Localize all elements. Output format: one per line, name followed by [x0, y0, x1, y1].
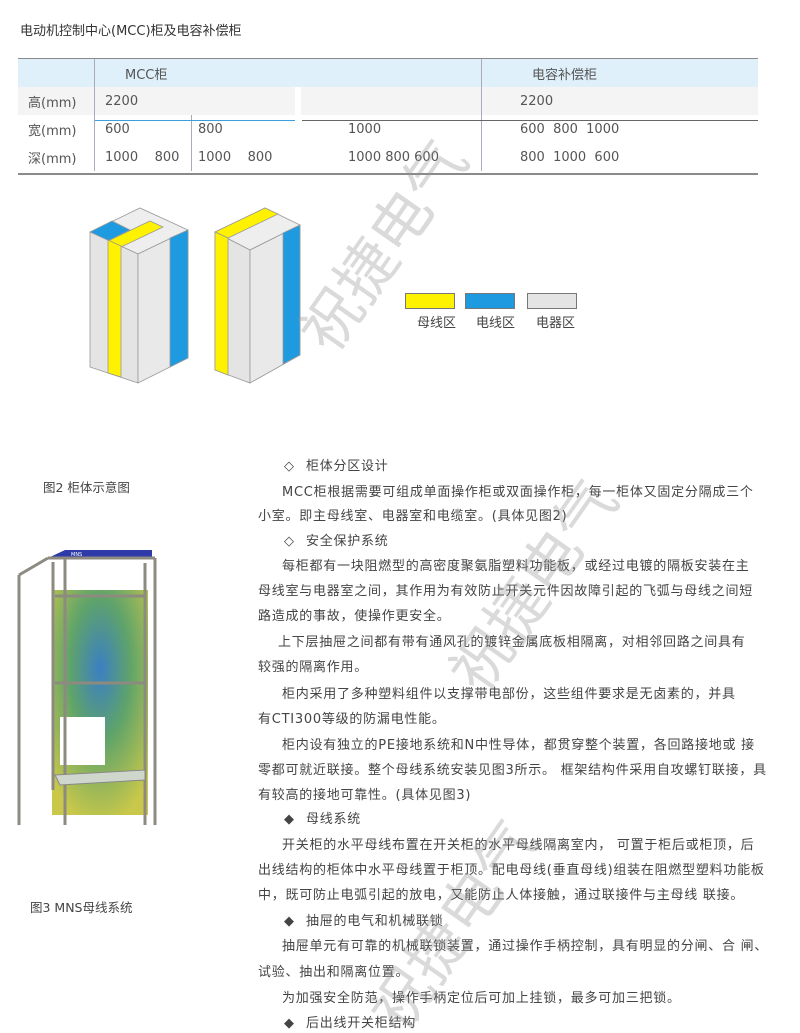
section-heading-rear-outlet: ◆ 后出线开关柜结构 [284, 1012, 416, 1031]
row-label: 高(mm) [18, 87, 95, 115]
legend-label-cable: 电线区 [476, 316, 516, 331]
table-row: 宽(mm) 600 800 1000 600 800 1000 [18, 115, 758, 143]
paragraph-line: 零都可就近联接。整个母线系统安装见图3所示。 框架结构件采用自攻螺钉联接，具 [258, 763, 767, 778]
solid-diamond-icon: ◆ [284, 1016, 295, 1031]
paragraph-line: 开关柜的水平母线布置在开关柜的水平母线隔离室内， 可置于柜后或柜顶，后 [282, 838, 755, 853]
cell: 1000 800 [191, 143, 298, 171]
hollow-diamond-icon: ◇ [284, 459, 295, 474]
cell: 800 [191, 115, 298, 143]
heading-text: 母线系统 [306, 812, 362, 827]
legend-swatch-device [527, 293, 577, 309]
page-title: 电动机控制中心(MCC)柜及电容补偿柜 [20, 24, 242, 39]
solid-diamond-icon: ◆ [284, 812, 295, 827]
paragraph-line: 柜内设有独立的PE接地系统和N中性导体，都贯穿整个装置，各回路接地或 接 [282, 738, 755, 753]
section-heading-safety: ◇ 安全保护系统 [284, 530, 389, 549]
header-capacitor: 电容补偿柜 [481, 59, 758, 87]
heading-text: 柜体分区设计 [306, 459, 389, 474]
section-heading-interlock: ◆ 抽屉的电气和机械联锁 [284, 910, 444, 929]
cell: 1000 [298, 115, 482, 143]
cell: 600 [94, 115, 192, 143]
figure-3-caption: 图3 MNS母线系统 [30, 900, 133, 915]
figure-2-caption: 图2 柜体示意图 [43, 480, 130, 495]
table-grey-rule [302, 120, 758, 121]
paragraph-line: 抽屉单元有可靠的机械联锁装置，通过操作手柄控制，具有明显的分闸、合 闸、 [282, 939, 769, 954]
cabinet-brand-label: MNS [71, 552, 82, 558]
cell: 1000 800 600 [298, 143, 482, 171]
paragraph-line: 为加强安全防范，操作手柄定位后可加上挂锁，最多可加三把锁。 [282, 991, 681, 1006]
legend-swatch-busbar [405, 293, 455, 309]
legend-label-busbar: 母线区 [417, 316, 457, 331]
solid-diamond-icon: ◆ [284, 914, 295, 929]
paragraph-line: 试验、抽出和隔离位置。 [258, 965, 410, 980]
paragraph-line: MCC柜根据需要可组成单面操作柜或双面操作柜，每一柜体又固定分隔成三个 [282, 485, 754, 500]
cabinet-diagram [89, 207, 301, 384]
paragraph-line: 小室。即主母线室、电器室和电缆室。(具体见图2) [258, 509, 568, 524]
table-header-row: MCC柜 电容补偿柜 [18, 59, 758, 87]
paragraph-line: 有较高的接地可靠性。(具体见图3) [258, 788, 472, 803]
paragraph-line: 柜内采用了多种塑料组件以支撑带电部份，这些组件要求是无卤素的，并具 [282, 687, 736, 702]
table-blue-rule [95, 120, 295, 121]
cabinet-2 [214, 207, 301, 384]
cell: 600 800 1000 [481, 115, 758, 143]
hollow-diamond-icon: ◇ [284, 534, 295, 549]
mns-cabinet-image: MNS [17, 550, 157, 825]
paragraph-line: 较强的隔离作用。 [258, 660, 369, 675]
cell: 2200 [94, 87, 298, 115]
heading-text: 后出线开关柜结构 [306, 1016, 417, 1031]
legend-label-device: 电器区 [536, 316, 576, 331]
header-mcc: MCC柜 [94, 59, 482, 87]
cell: 800 1000 600 [481, 143, 758, 171]
paragraph-line: 有CTI300等级的防漏电性能。 [258, 712, 446, 727]
table-row: 深(mm) 1000 800 1000 800 1000 800 600 800… [18, 143, 758, 171]
legend-swatch-cable [465, 293, 515, 309]
paragraph-line: 路造成的事故，使操作更安全。 [258, 609, 451, 624]
cabinet-1 [89, 207, 189, 384]
paragraph-line: 每柜都有一块阻燃型的高密度聚氨脂塑料功能板，或经过电镀的隔板安装在主 [282, 559, 750, 574]
table-bottom-rule [18, 173, 758, 175]
cell: 2200 [481, 87, 758, 115]
row-label: 深(mm) [18, 143, 95, 171]
cell [295, 87, 482, 115]
paragraph-line: 母线室与电器室之间，其作用为有效防止开关元件因故障引起的飞弧与母线之间短 [258, 584, 754, 599]
spec-table: MCC柜 电容补偿柜 高(mm) 2200 2200 宽(mm) 600 800… [18, 59, 758, 171]
paragraph-line: 中，既可防止电弧引起的放电，又能防止人体接触，通过联接件与主母线 联接。 [258, 888, 745, 903]
cell: 1000 800 [94, 143, 192, 171]
section-heading-partition: ◇ 柜体分区设计 [284, 455, 389, 474]
section-heading-busbar: ◆ 母线系统 [284, 808, 361, 827]
heading-text: 安全保护系统 [306, 534, 389, 549]
heading-text: 抽屉的电气和机械联锁 [306, 914, 444, 929]
paragraph-line: 上下层抽屉之间都有带有通风孔的镀锌金属底板相隔离，对相邻回路之间具有 [278, 635, 746, 650]
table-row: 高(mm) 2200 2200 [18, 87, 758, 115]
paragraph-line: 出线结构的柜体中水平母线置于柜顶。配电母线(垂直母线)组装在阻燃型塑料功能板 [258, 863, 765, 878]
row-label: 宽(mm) [18, 115, 95, 143]
